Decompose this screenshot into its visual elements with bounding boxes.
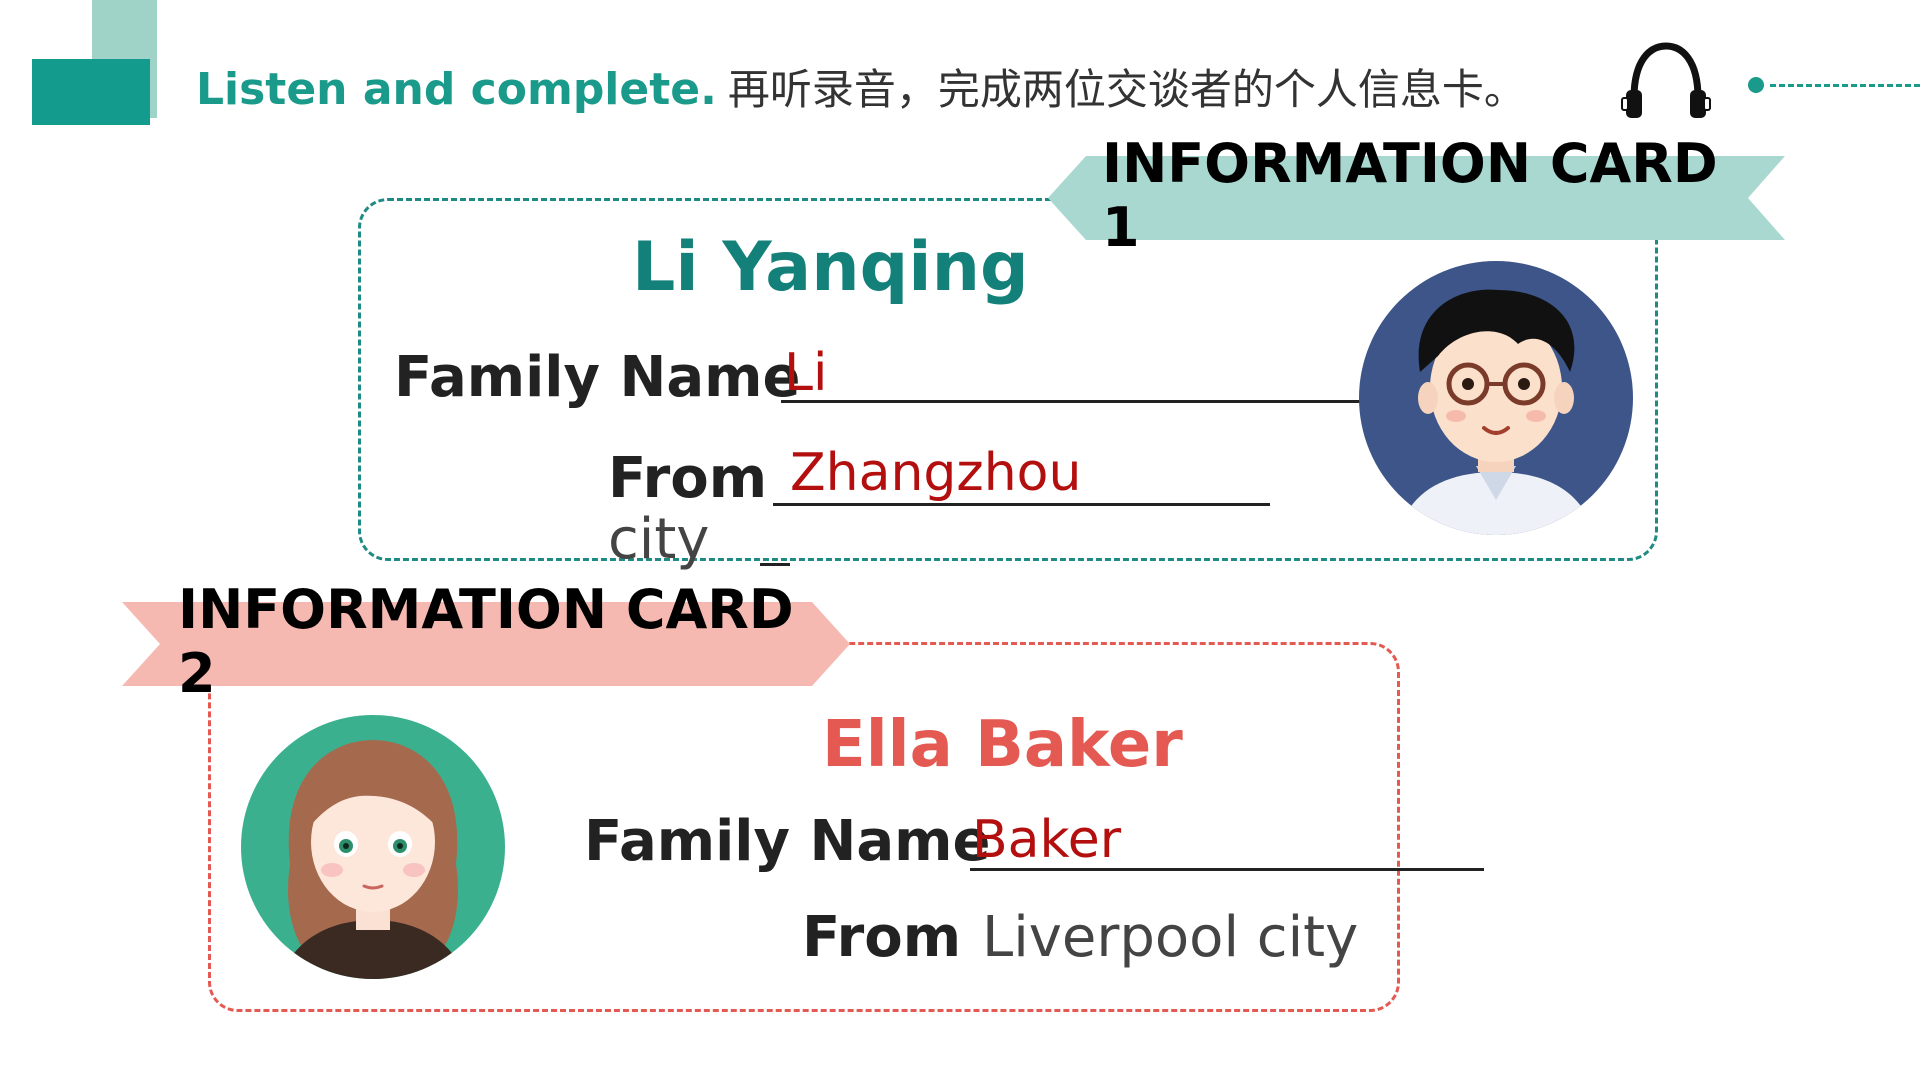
card2-family-name-blank xyxy=(970,868,1484,871)
card1-family-name-blank xyxy=(781,400,1409,403)
card2-family-name-label: Family Name xyxy=(584,809,991,874)
card1-family-name-label: Family Name xyxy=(394,345,801,410)
card1-from-answer: Zhangzhou xyxy=(790,443,1082,503)
card1-from-suffix-dash xyxy=(760,563,790,566)
instruction-english: Listen and complete. xyxy=(196,64,717,115)
boy-with-glasses-avatar xyxy=(1359,261,1633,535)
card1-from-suffix: city xyxy=(608,507,710,572)
header-decor-block-dark xyxy=(32,59,150,125)
instruction: Listen and complete. 再听录音，完成两位交谈者的个人信息卡。 xyxy=(196,60,1526,129)
information-card-1 xyxy=(358,198,1658,561)
card1-name: Li Yanqing xyxy=(632,228,1029,307)
card2-family-name-answer: Baker xyxy=(972,810,1122,870)
girl-avatar xyxy=(241,715,505,979)
card2-name: Ella Baker xyxy=(822,708,1183,782)
card1-from-blank xyxy=(773,503,1270,506)
card1-family-name-answer: Li xyxy=(784,343,828,403)
header-decor-dot xyxy=(1748,77,1764,93)
card2-ribbon xyxy=(122,602,850,686)
card1-from-label: From xyxy=(608,446,768,511)
card1-ribbon xyxy=(1048,156,1785,240)
card2-from-label: From xyxy=(802,905,962,970)
header-decor-dashed-line xyxy=(1770,84,1920,87)
headphones-icon[interactable] xyxy=(1620,40,1712,120)
card2-ribbon-title: INFORMATION CARD 2 xyxy=(178,578,794,705)
card1-ribbon-title: INFORMATION CARD 1 xyxy=(1102,132,1718,259)
instruction-chinese: 再听录音，完成两位交谈者的个人信息卡。 xyxy=(727,65,1526,114)
card2-from-value: Liverpool city xyxy=(982,905,1359,970)
